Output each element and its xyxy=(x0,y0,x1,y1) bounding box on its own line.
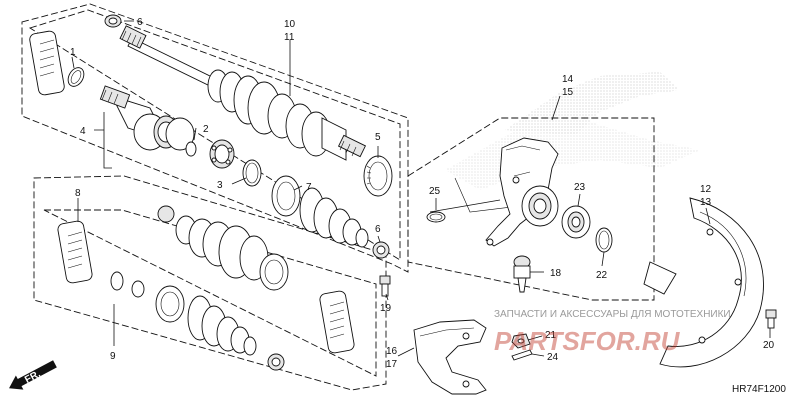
frame-lower-left xyxy=(33,175,387,391)
clip-25 xyxy=(426,211,446,223)
label-8: 8 xyxy=(75,188,81,199)
label-17: 17 xyxy=(386,359,398,370)
label-16: 16 xyxy=(386,346,398,357)
guard-16 xyxy=(413,319,487,395)
label-1: 1 xyxy=(70,47,76,58)
grease-card-lower-right xyxy=(319,290,355,354)
nut-21 xyxy=(511,333,531,349)
boot-lower-upper-row xyxy=(157,205,289,291)
label-12: 12 xyxy=(700,184,712,195)
label-14: 14 xyxy=(562,74,574,85)
frame-knuckle xyxy=(407,117,655,301)
bolt-19 xyxy=(379,275,391,297)
circlip-1 xyxy=(67,67,85,87)
watermark-caption: ЗАПЧАСТИ И АКСЕССУАРЫ ДЛЯ МОТОТЕХНИКИ xyxy=(494,309,731,320)
grease-card-upper xyxy=(29,30,65,96)
label-19: 19 xyxy=(380,303,392,314)
label-2: 2 xyxy=(203,124,209,135)
label-22: 22 xyxy=(596,270,608,281)
frame-lower-inner xyxy=(43,209,377,377)
ring-2 xyxy=(185,141,197,157)
bearing-cage xyxy=(209,139,235,169)
callout-lines xyxy=(71,20,771,357)
snap-ring-3 xyxy=(242,159,262,187)
label-18: 18 xyxy=(550,268,562,279)
clamp-band-5 xyxy=(363,155,393,197)
knuckle-14 xyxy=(485,137,559,247)
diagram-code: HR74F1200 xyxy=(732,384,786,395)
upper-drive-shaft xyxy=(119,25,367,161)
label-15: 15 xyxy=(562,87,574,98)
grease-card-lower-left xyxy=(57,220,93,284)
inner-joint-4 xyxy=(99,85,195,151)
label-11: 11 xyxy=(284,32,295,43)
label-9: 9 xyxy=(110,351,116,362)
label-10: 10 xyxy=(284,19,296,30)
label-4: 4 xyxy=(80,126,86,137)
clamp-6-upper xyxy=(104,14,122,28)
label-3: 3 xyxy=(217,180,223,191)
boot-lower-lower-row xyxy=(155,285,285,371)
front-direction-arrow: FR. xyxy=(9,360,57,390)
bearing-23 xyxy=(561,205,591,239)
label-13: 13 xyxy=(700,197,712,208)
bolt-20 xyxy=(765,309,777,329)
clamp-6-lower xyxy=(372,241,390,259)
watermark-logo: PARTSFOR.RU xyxy=(494,326,681,356)
label-20: 20 xyxy=(763,340,775,351)
boot-7 xyxy=(271,175,369,248)
part-numbers: 1 2 3 4 5 6 6 7 8 9 10 11 12 13 14 15 16… xyxy=(70,17,775,370)
label-7: 7 xyxy=(306,182,312,193)
circlip-22 xyxy=(595,227,613,253)
disc-cover-12 xyxy=(643,197,764,368)
label-6-lower: 6 xyxy=(375,224,381,235)
ring-lower-1 xyxy=(110,271,145,298)
label-25: 25 xyxy=(429,186,441,197)
label-5: 5 xyxy=(375,132,381,143)
label-6-upper: 6 xyxy=(137,17,143,28)
label-23: 23 xyxy=(574,182,586,193)
label-21: 21 xyxy=(545,330,557,341)
frame-outer-left xyxy=(21,3,409,273)
label-24: 24 xyxy=(547,352,559,363)
